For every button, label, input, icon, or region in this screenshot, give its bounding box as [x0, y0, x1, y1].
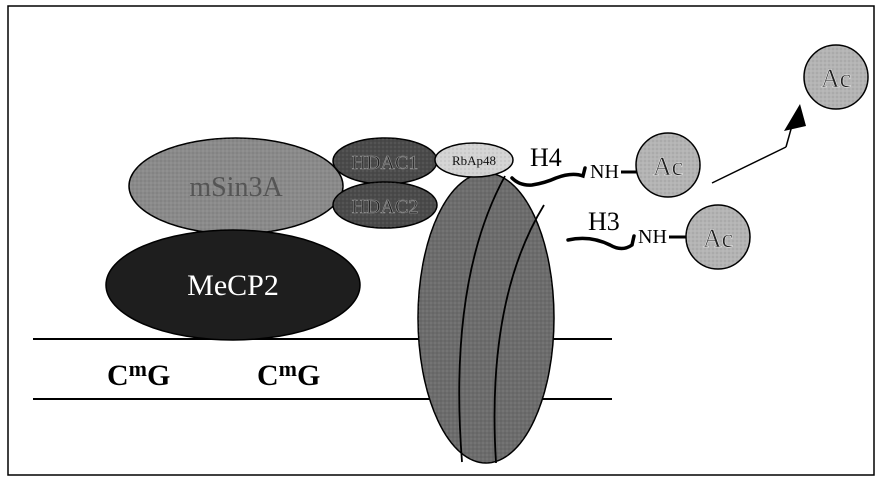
h4-acetyl-label: Ac: [653, 152, 683, 181]
cmg-left-g: G: [147, 359, 170, 392]
mecp2-label: MeCP2: [187, 269, 279, 302]
h4-acetyl-texture: [636, 133, 700, 197]
cmg-right-c: C: [257, 359, 279, 392]
cmg-right-g: G: [297, 359, 320, 392]
msin3a-label: mSin3A: [189, 172, 283, 203]
hdac2-texture: [333, 182, 437, 228]
rbap48-texture: [435, 143, 513, 177]
figure-frame: [7, 5, 875, 476]
hdac1-texture: [333, 138, 437, 184]
cmg-right-label: CmG: [257, 356, 320, 392]
msin3a-texture: [129, 138, 343, 234]
h3-nh-label: NH: [638, 226, 667, 248]
h4-label: H4: [530, 143, 562, 172]
released-acetyl-label: Ac: [821, 64, 851, 93]
cmg-right-m: m: [279, 356, 297, 381]
release-arrow-line: [711, 146, 787, 184]
h3-acetyl-label: Ac: [703, 224, 733, 253]
h3-acetyl-texture: [686, 205, 750, 269]
nucleosome-dna-wrap-2: [493, 204, 545, 464]
h4-nh-label: NH: [590, 161, 619, 183]
nucleosome-texture: [418, 173, 554, 463]
rbap48-label: RbAp48: [452, 153, 496, 168]
nucleosome-dna-wrap-1: [458, 175, 506, 463]
h3-label: H3: [588, 207, 620, 236]
h3-tail: [566, 234, 636, 251]
hdac2-label: HDAC2: [352, 196, 419, 218]
h4-tail: [510, 166, 587, 187]
released-acetyl-texture: [804, 45, 868, 109]
mecp2-ellipse: [105, 229, 361, 341]
cmg-left-c: C: [107, 359, 129, 392]
cmg-left-m: m: [129, 356, 147, 381]
hdac1-label: HDAC1: [352, 152, 419, 174]
cmg-left-label: CmG: [107, 356, 170, 392]
release-arrow-head: [784, 104, 806, 131]
